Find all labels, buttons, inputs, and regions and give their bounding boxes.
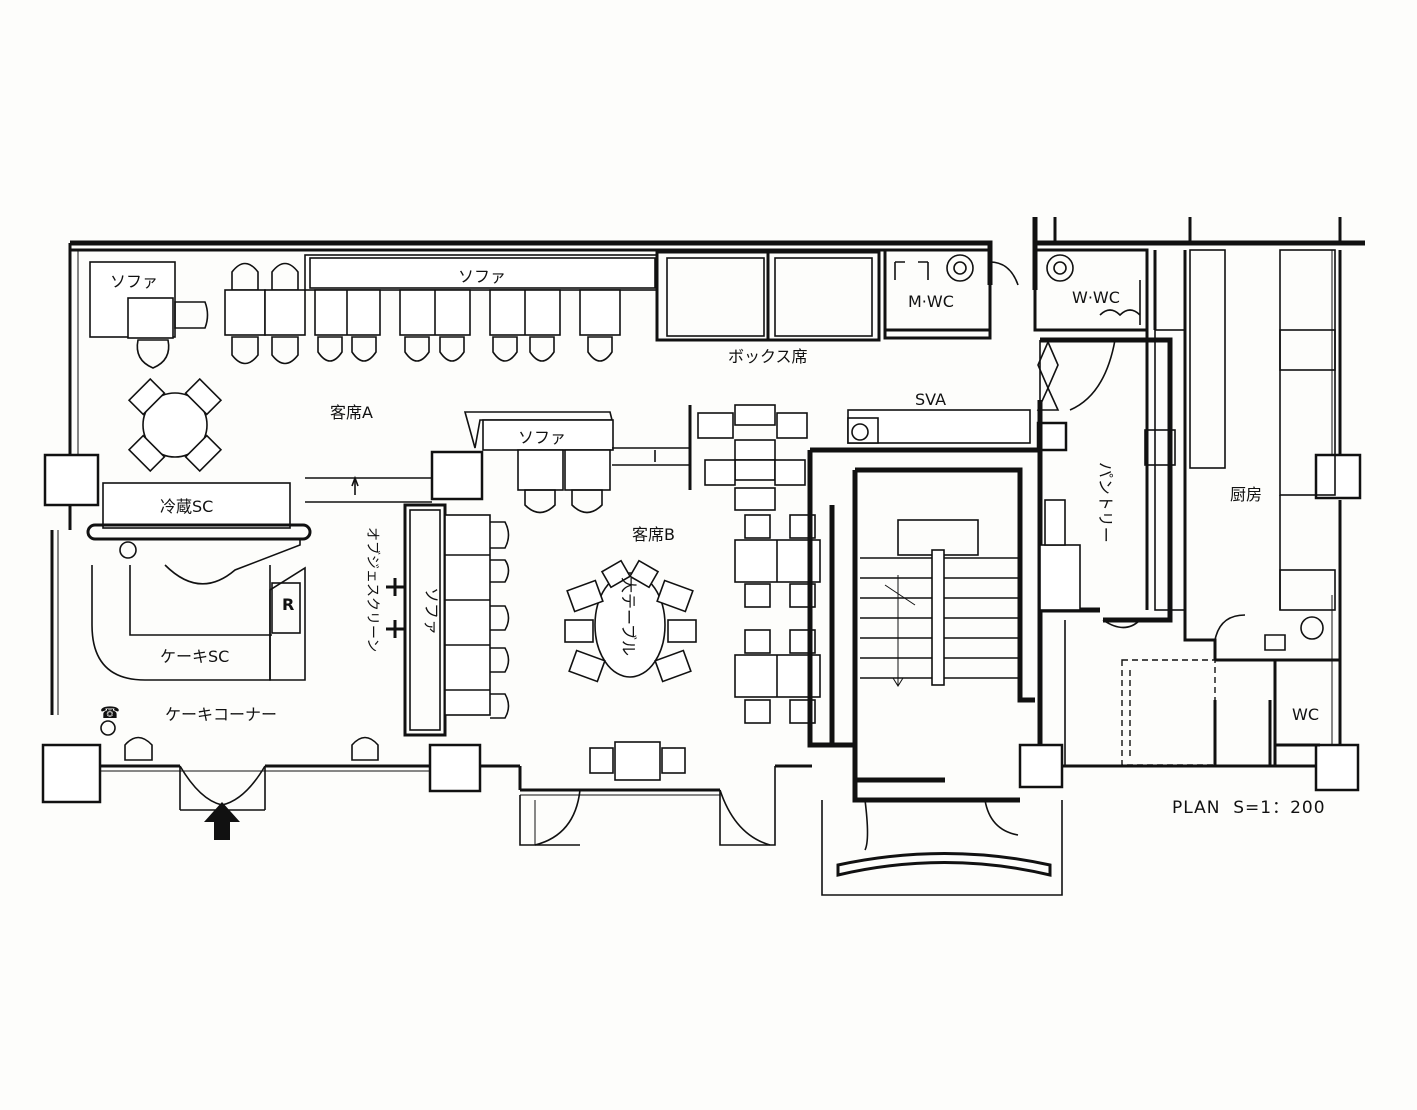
label-seating-a: 客席A	[330, 403, 373, 422]
sva-unit	[847, 409, 1031, 444]
label-cake-sc: ケーキSC	[160, 647, 229, 666]
four-top-tables	[589, 514, 821, 781]
label-kitchen: 厨房	[1230, 485, 1262, 504]
entrance-arrow-icon	[204, 802, 240, 840]
label-refrigerated-sc: 冷蔵SC	[160, 497, 213, 516]
sofa-b-top	[463, 405, 692, 514]
cake-corner-details	[100, 720, 379, 761]
pantry-kitchen	[1037, 249, 1340, 766]
label-sofa-b-side: ソファ	[422, 587, 441, 635]
scale-label: PLAN S=1：200	[1172, 798, 1326, 818]
label-seating-b: 客席B	[632, 525, 675, 544]
label-womens-wc: W·WC	[1072, 288, 1120, 307]
label-wc: WC	[1292, 705, 1319, 724]
label-mens-wc: M·WC	[908, 292, 954, 311]
label-cake-corner: ケーキコーナー	[165, 705, 277, 724]
doors	[179, 339, 1116, 846]
top-seating	[89, 250, 881, 369]
wc-top-block	[883, 248, 1149, 340]
telephone-icon: ☎	[100, 703, 120, 722]
label-box-seats: ボックス席	[728, 347, 808, 366]
label-sofa-a: ソファ	[110, 272, 158, 291]
round-table-a	[127, 377, 223, 473]
stairwell	[807, 447, 1063, 896]
label-sva: SVA	[915, 390, 946, 409]
objet-screen	[305, 475, 510, 737]
small-tables-top	[697, 404, 808, 511]
label-big-table: 大テーブル	[619, 577, 638, 656]
big-table-b	[564, 559, 697, 683]
plus-icon	[386, 578, 404, 638]
label-register: R	[282, 595, 294, 614]
label-objet-screen: オブジェスクリーン	[364, 527, 381, 652]
label-sofa-b-top: ソファ	[518, 428, 566, 447]
cake-counter	[86, 482, 312, 681]
label-pantry: パントリー	[1096, 462, 1115, 543]
label-sofa-top: ソファ	[458, 267, 506, 286]
columns	[41, 421, 1362, 804]
